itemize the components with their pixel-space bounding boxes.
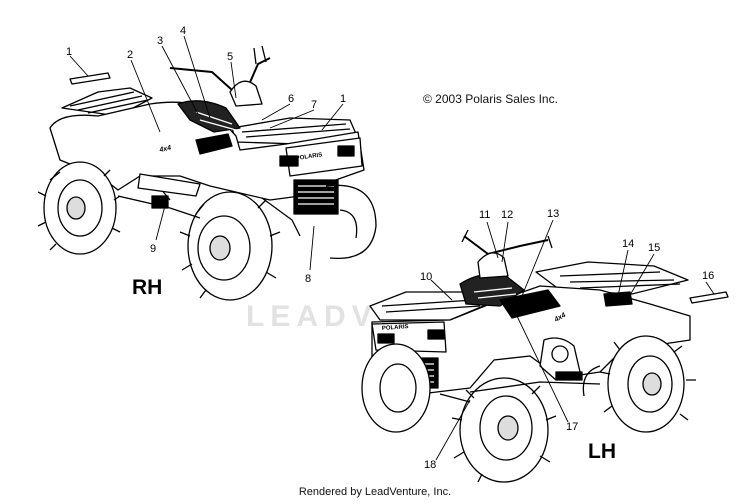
callout-15[interactable]: 15 xyxy=(648,242,660,254)
callout-8[interactable]: 8 xyxy=(305,273,311,285)
callout-2[interactable]: 2 xyxy=(127,49,133,61)
callout-5[interactable]: 5 xyxy=(227,51,233,63)
callout-12[interactable]: 12 xyxy=(501,209,513,221)
callout-17[interactable]: 17 xyxy=(566,421,578,433)
atv-lh-drawing xyxy=(361,229,696,483)
callout-7[interactable]: 7 xyxy=(311,99,317,111)
view-label-rh: RH xyxy=(132,276,163,299)
callout-6[interactable]: 6 xyxy=(288,93,294,105)
view-label-lh: LH xyxy=(588,440,616,463)
callout-10[interactable]: 10 xyxy=(420,271,432,283)
callout-13[interactable]: 13 xyxy=(547,208,559,220)
callout-9[interactable]: 9 xyxy=(150,243,156,255)
callout-1[interactable]: 1 xyxy=(66,46,72,58)
callout-18[interactable]: 18 xyxy=(424,459,436,471)
callout-labels: 1 2 3 4 5 6 7 1 9 8 11 12 13 10 14 15 16… xyxy=(66,25,714,471)
callout-11[interactable]: 11 xyxy=(479,209,490,221)
leader-lines xyxy=(69,35,715,461)
rh-badge-decal: 4x4 xyxy=(158,145,172,155)
callout-3[interactable]: 3 xyxy=(157,35,163,47)
callout-4[interactable]: 4 xyxy=(180,25,186,37)
rh-brand-decal: POLARIS xyxy=(295,152,322,162)
lh-brand-decal: POLARIS xyxy=(382,324,409,332)
callout-1-front[interactable]: 1 xyxy=(340,93,346,105)
footer-credit: Rendered by LeadVenture, Inc. xyxy=(298,486,452,498)
callout-14[interactable]: 14 xyxy=(622,238,634,250)
copyright-notice: © 2003 Polaris Sales Inc. xyxy=(423,92,558,106)
callout-16[interactable]: 16 xyxy=(702,270,714,282)
atv-rh-drawing xyxy=(37,45,377,301)
